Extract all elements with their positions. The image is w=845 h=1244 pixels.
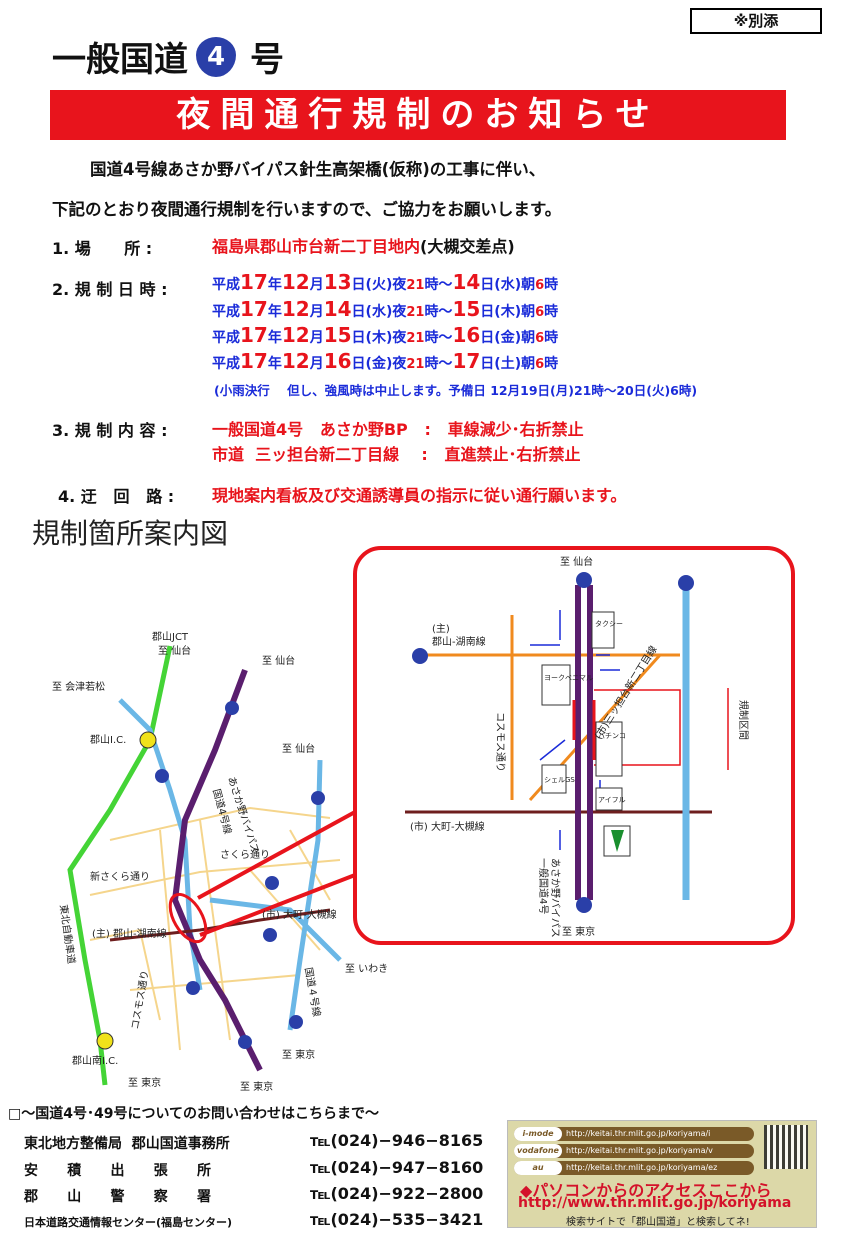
tohoku-expressway	[67, 645, 173, 1086]
qr-code-icon	[764, 1125, 808, 1169]
inset-arrows	[530, 610, 620, 850]
label-r4-east: 国道４号線	[302, 966, 323, 1017]
inset-bp-label-2: あさか野バイパス	[549, 858, 561, 938]
place-row: 福島県郡山市台新二丁目地内(大槻交差点)	[212, 233, 515, 257]
schedule-row: 平成17年12月15日(木)夜21時〜16日(金)朝6時	[212, 323, 559, 347]
content-label: 3. 規 制 内 容 :	[52, 421, 168, 440]
inset-main-name: 郡山-湖南線	[432, 635, 486, 648]
pc-access-url[interactable]: http://www.thr.mlit.go.jp/koriyama	[518, 1195, 792, 1211]
schedule-row: 平成17年12月13日(火)夜21時〜14日(水)朝6時	[212, 270, 559, 294]
inset-to-tokyo: 至 東京	[562, 925, 595, 938]
content-line-1: 一般国道4号 あさか野BP : 車線減少･右折禁止	[212, 420, 584, 439]
route-4-bypass-line	[171, 668, 263, 1072]
intro-line-1: 国道4号線あさか野バイパス針生高架橋(仮称)の工事に伴い、	[90, 160, 546, 179]
headline-suffix: 号	[250, 40, 284, 80]
label-to-aizu: 至 会津若松	[52, 680, 105, 693]
label-koriyama-ic: 郡山I.C.	[90, 734, 126, 746]
inset-section-bracket	[594, 689, 681, 766]
detour-label: 4. 迂 回 路 :	[58, 487, 175, 506]
convenience-store-icon	[611, 830, 624, 852]
contact-name: 郡 山 警 察 署	[24, 1189, 211, 1205]
map-title: 規制箇所案内図	[32, 517, 229, 550]
contact-name: 安 積 出 張 所	[24, 1163, 211, 1179]
callout-line-top	[197, 810, 356, 900]
route-shields	[155, 701, 325, 1049]
date-label: 2. 規 制 日 時 :	[52, 280, 168, 299]
label-sakura: さくら通り	[220, 849, 270, 861]
label-to-tokyo-3: 至 東京	[282, 1048, 315, 1061]
route-shield-icon: 4	[196, 36, 236, 77]
label-to-tokyo-1: 至 東京	[128, 1076, 161, 1089]
koriyama-ic-marker	[139, 731, 157, 749]
label-cosmos: コスモス通り	[129, 969, 151, 1030]
schedule-row: 平成17年12月16日(金)夜21時〜17日(土)朝6時	[212, 349, 559, 373]
callout-line-bottom	[199, 873, 356, 937]
contact-name: 東北地方整備局 郡山国道事務所	[24, 1136, 230, 1152]
inset-main: (主)	[432, 623, 450, 635]
route-49-east-line	[209, 897, 342, 962]
attachment-badge: ※別添	[690, 8, 822, 34]
inset-to-sendai: 至 仙台	[560, 555, 593, 568]
label-to-sendai-3: 至 仙台	[282, 742, 315, 755]
inset-shop-taxi: タクシー	[595, 619, 623, 628]
rain-note: (小雨決行 但し、強風時は中止します。予備日 12月19日(月)21時〜20日(…	[214, 383, 698, 398]
koriyama-minami-ic-marker	[96, 1032, 114, 1050]
pc-access-headline: ◆パソコンからのアクセスここから	[520, 1181, 772, 1200]
place-value: 福島県郡山市台新二丁目地内	[212, 237, 421, 256]
label-shin-sakura: 新さくら通り	[90, 870, 150, 883]
label-minami-ic: 郡山南I.C.	[72, 1054, 118, 1067]
route-49-line	[118, 698, 203, 991]
regulation-area-marker	[168, 892, 208, 944]
content-line-2: 市道 三ッ担台新二丁目線 : 直進禁止･右折禁止	[212, 445, 581, 464]
label-city-road: (市) 大町-大槻線	[262, 908, 337, 921]
place-note: (大槻交差点)	[420, 237, 515, 256]
label-main-road: (主) 郡山-湖南線	[92, 927, 167, 940]
inset-shop-pachinko: パチンコ	[598, 732, 626, 740]
label-r4-bp-2: あさか野バイパス	[225, 775, 261, 855]
detour-value: 現地案内看板及び交通誘導員の指示に従い通行願います。	[212, 486, 627, 505]
label-to-tokyo-2: 至 東京	[240, 1080, 273, 1093]
label-to-sendai-2: 至 仙台	[262, 654, 295, 667]
inset-bp-label: 一般国道4号	[537, 858, 550, 914]
contact-tel: ℡(024)−922−2800	[310, 1184, 484, 1203]
inset-shop-aiful: アイフル	[598, 796, 626, 804]
place-label: 1. 場 所 :	[52, 239, 153, 258]
label-jct: 郡山JCT	[152, 631, 189, 643]
inset-shop-york: ヨークベニマル	[544, 674, 593, 682]
contact-tel: ℡(024)−535−3421	[310, 1210, 484, 1229]
route-map: 郡山JCT 至 仙台 至 仙台 至 仙台 至 会津若松 郡山I.C. 国道4号線…	[52, 546, 795, 1093]
page-headline: 一般国道 4 号	[52, 32, 284, 81]
search-note: 検索サイトで「郡山国道」と検索してネ!	[566, 1217, 750, 1228]
label-to-sendai-1: 至 仙台	[158, 644, 191, 657]
inset-cosmos-label: コスモス通り	[494, 712, 506, 772]
contact-tel: ℡(024)−946−8165	[310, 1131, 484, 1150]
contact-title: □〜国道4号･49号についてのお問い合わせはこちらまで〜	[8, 1106, 380, 1122]
inset-city: (市) 大町-大槻線	[410, 820, 485, 833]
contact-tel: ℡(024)−947−8160	[310, 1158, 484, 1177]
label-to-iwaki: 至 いわき	[345, 963, 388, 975]
intro-line-2: 下記のとおり夜間通行規制を行いますので、ご協力をお願いします。	[52, 200, 562, 219]
inset-shop-shell: シェルGS	[544, 776, 575, 784]
notice-banner: 夜間通行規制のお知らせ	[50, 90, 786, 140]
inset-shops	[541, 611, 631, 857]
inset-shields	[412, 572, 694, 913]
inset-section-label: 規制区間	[737, 700, 750, 740]
contact-name: 日本道路交通情報センター(福島センター)	[24, 1216, 233, 1229]
headline-prefix: 一般国道	[52, 40, 188, 80]
inset-regulated-section	[572, 700, 596, 760]
schedule-row: 平成17年12月14日(水)夜21時〜15日(木)朝6時	[212, 297, 559, 321]
